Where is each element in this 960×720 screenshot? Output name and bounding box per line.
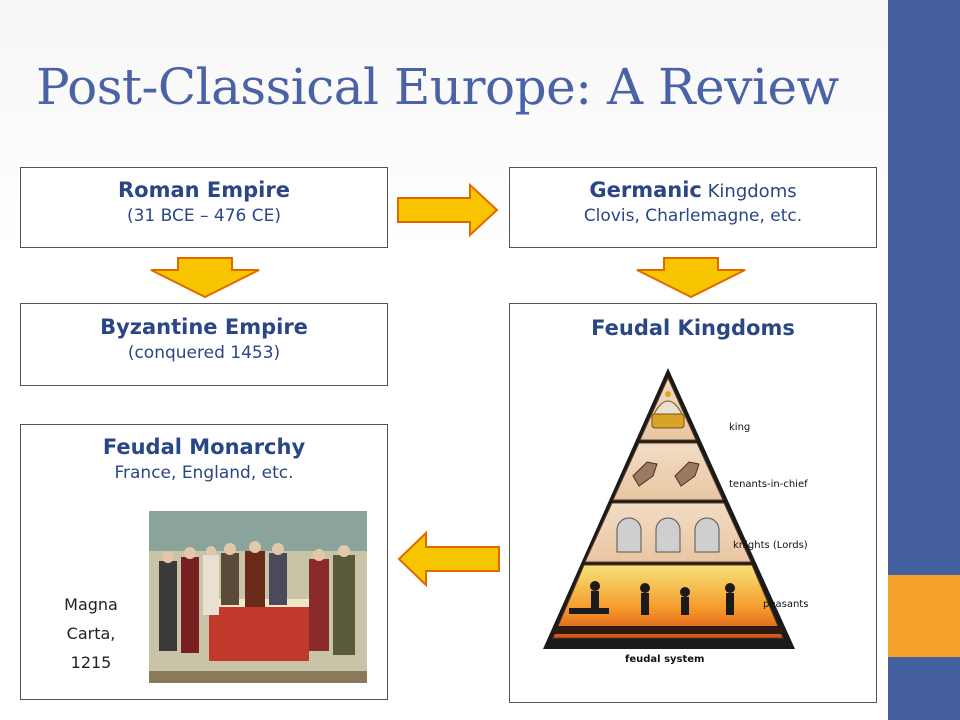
feudal-monarchy-box: Feudal Monarchy France, England, etc. [20,424,388,700]
peasants-silhouette-icon [553,581,783,634]
feudal-monarchy-examples: France, England, etc. [114,463,294,483]
roman-empire-title: Roman Empire [118,178,290,202]
slide-title: Post-Classical Europe: A Review [36,58,839,116]
feudal-kingdoms-title: Feudal Kingdoms [591,316,795,340]
byzantine-empire-dates: (conquered 1453) [127,343,281,363]
byzantine-empire-box: Byzantine Empire (conquered 1453) [20,303,388,386]
germanic-kingdoms-examples: Clovis, Charlemagne, etc. [583,206,803,226]
pyramid-tier-peasants [552,564,784,639]
magna-carta-illustration [149,511,367,683]
roman-empire-box: Roman Empire (31 BCE – 476 CE) [20,167,388,248]
germanic-word: Germanic [589,178,702,202]
pyramid-label-peasants: peasants [763,599,808,610]
arrow-down-icon-right [636,257,746,299]
magna-carta-caption: Magna Carta, 1215 [46,590,136,677]
crown-icon [651,391,685,429]
pyramid-label-knights: knights (Lords) [733,540,808,551]
feudal-pyramid-illustration: king tenants-in-chief knights (Lords) pe… [543,368,808,665]
germanic-kingdoms-box: Germanic Kingdoms Clovis, Charlemagne, e… [509,167,877,248]
pyramid-tier-tenants [612,442,724,501]
arrow-right-icon [397,182,499,238]
pyramid-label-king: king [729,422,750,433]
magna-carta-caption-line: Carta, [66,624,116,643]
kingdoms-word: Kingdoms [701,181,797,202]
side-accent-bar-bottom [888,657,960,720]
pyramid-caption: feudal system [625,654,704,665]
side-accent-bar [888,0,960,575]
pyramid-label-tenants: tenants-in-chief [729,479,808,490]
side-accent-block [888,575,960,657]
arrow-left-icon [397,530,500,588]
gauntlet-icon [632,461,700,487]
feudal-monarchy-title: Feudal Monarchy [102,435,306,459]
magna-carta-caption-line: 1215 [70,653,112,672]
arrow-down-icon-left [150,257,260,299]
magna-carta-caption-line: Magna [64,595,118,614]
germanic-kingdoms-title: Germanic Kingdoms [510,178,876,202]
byzantine-empire-title: Byzantine Empire [100,315,308,339]
helmet-icon [616,517,720,553]
feudal-kingdoms-box: Feudal Kingdoms [509,303,877,703]
roman-empire-dates: (31 BCE – 476 CE) [126,206,282,226]
